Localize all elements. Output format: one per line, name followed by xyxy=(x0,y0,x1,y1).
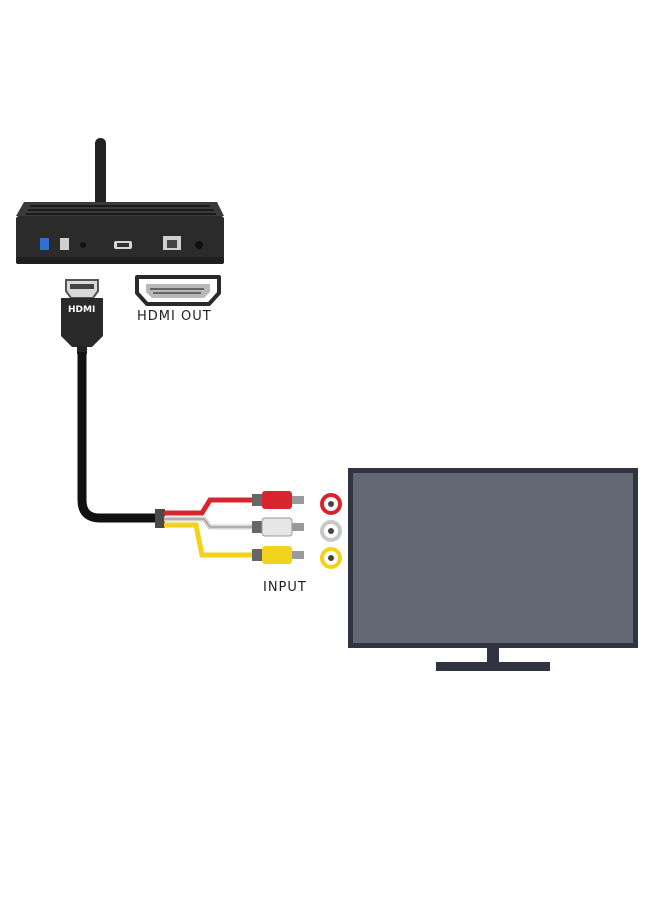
television-icon xyxy=(348,468,638,671)
rca-jack-red-icon xyxy=(320,493,342,515)
hdmi-plug-icon xyxy=(61,298,103,347)
rca-leads xyxy=(164,497,268,558)
device-ports xyxy=(40,236,203,250)
hdmi-cable: HDMI xyxy=(61,279,165,528)
antenna-icon xyxy=(95,138,106,218)
hdmi-out-port xyxy=(135,275,221,306)
input-label: INPUT xyxy=(263,580,307,595)
device-front-panel xyxy=(16,216,224,264)
hdmi-out-label: HDMI OUT xyxy=(137,309,212,324)
rca-jack-white-icon xyxy=(320,520,342,542)
vent-pattern xyxy=(26,205,216,215)
tv-stand-base xyxy=(436,662,550,671)
cable-splitter xyxy=(155,509,165,528)
rca-jack-yellow-icon xyxy=(320,547,342,569)
hdmi-logo: HDMI xyxy=(68,305,95,315)
rca-plugs xyxy=(252,491,304,564)
rca-plug-red-icon xyxy=(252,491,304,509)
tv-box xyxy=(16,138,224,264)
rca-jacks xyxy=(320,493,342,569)
power-jack-icon xyxy=(195,241,203,249)
tv-stand-neck xyxy=(487,648,499,662)
hdmi-cable-line xyxy=(77,352,162,523)
tv-screen xyxy=(353,473,633,643)
rca-plug-yellow-icon xyxy=(252,546,304,564)
usb-port-icon xyxy=(60,238,69,250)
audio-jack-icon xyxy=(80,242,86,248)
usb3-port-icon xyxy=(40,238,49,250)
rca-plug-white-icon xyxy=(252,517,304,537)
